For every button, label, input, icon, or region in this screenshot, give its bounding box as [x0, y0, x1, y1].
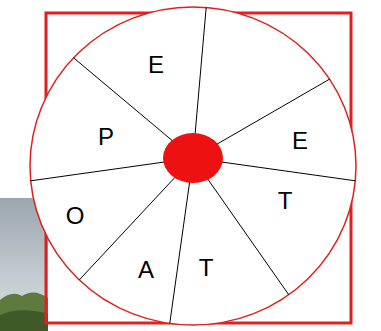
sector-letter: A — [138, 258, 154, 282]
wheel-hub — [163, 133, 223, 183]
wheel-spokes — [31, 8, 356, 324]
sector-letter: T — [199, 256, 214, 280]
sector-letter: E — [148, 53, 164, 77]
wheel-rim — [30, 7, 356, 325]
sector-letter: P — [98, 125, 114, 149]
sector-letter: T — [278, 189, 293, 213]
sector-letter: O — [66, 204, 85, 228]
sector-letter: E — [292, 129, 308, 153]
